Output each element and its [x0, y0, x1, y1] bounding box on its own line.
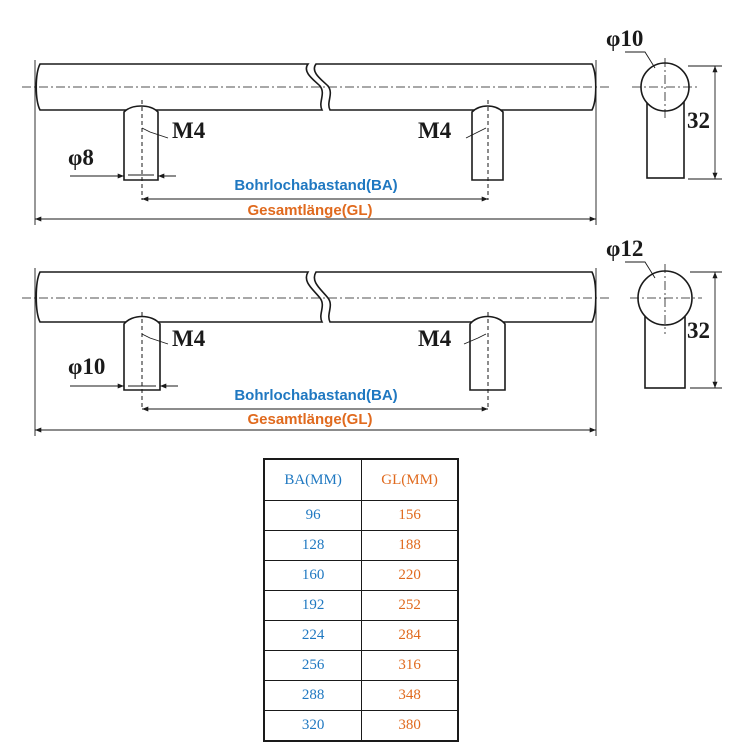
cell-ba: 160 — [263, 560, 363, 591]
cell-gl: 188 — [361, 530, 459, 561]
post-diameter-label: φ8 — [68, 145, 94, 170]
post-diameter-label: φ10 — [68, 354, 105, 379]
cell-gl: 348 — [361, 680, 459, 711]
height-label: 32 — [687, 108, 710, 133]
side-view-1: φ10 32 — [606, 26, 722, 180]
left-post — [123, 315, 161, 391]
side-view-2: φ12 32 — [606, 236, 722, 389]
cell-gl: 284 — [361, 620, 459, 651]
header-gl: GL(MM) — [361, 458, 459, 501]
m4-left-leader — [141, 333, 169, 345]
cell-ba: 288 — [263, 680, 363, 711]
cell-ba: 256 — [263, 650, 363, 681]
m4-right-leader — [463, 333, 487, 345]
total-length-label: Gesamtlänge(GL) — [247, 411, 372, 428]
m4-right-label: M4 — [418, 326, 452, 351]
bar-diameter-label: φ10 — [606, 26, 643, 51]
m4-left-leader — [141, 127, 169, 139]
table-header-row: BA(MM) GL(MM) — [263, 458, 459, 501]
bar-diameter-leader — [625, 261, 656, 279]
bar-right-segment — [313, 271, 597, 323]
cell-gl: 252 — [361, 590, 459, 621]
m4-left-label: M4 — [172, 326, 206, 351]
right-post — [469, 315, 506, 391]
header-ba: BA(MM) — [263, 458, 363, 501]
cell-ba: 320 — [263, 710, 363, 742]
handle-diagram-2: M4 M4 φ10 Bohrlochabastand(BA) Gesamtlän… — [22, 236, 722, 436]
hole-spacing-label: Bohrlochabastand(BA) — [234, 387, 397, 404]
bar-diameter-label: φ12 — [606, 236, 643, 261]
cell-gl: 316 — [361, 650, 459, 681]
cell-ba: 96 — [263, 500, 363, 531]
m4-left-label: M4 — [172, 118, 206, 143]
cell-ba: 128 — [263, 530, 363, 561]
bar-left-segment — [35, 271, 324, 323]
left-post — [123, 105, 159, 181]
cell-gl: 380 — [361, 710, 459, 742]
total-length-label: Gesamtlänge(GL) — [247, 202, 372, 219]
m4-right-leader — [465, 127, 487, 139]
technical-drawing: M4 M4 φ8 Bohrlochabastand(BA) Gesamtläng… — [22, 26, 722, 436]
bar-diameter-leader — [625, 51, 656, 69]
height-label: 32 — [687, 318, 710, 343]
cell-gl: 156 — [361, 500, 459, 531]
cell-ba: 192 — [263, 590, 363, 621]
cell-ba: 224 — [263, 620, 363, 651]
bar-left-segment — [35, 63, 324, 111]
m4-right-label: M4 — [418, 118, 452, 143]
hole-spacing-label: Bohrlochabastand(BA) — [234, 177, 397, 194]
cell-gl: 220 — [361, 560, 459, 591]
handle-diagram-1: M4 M4 φ8 Bohrlochabastand(BA) Gesamtläng… — [22, 26, 722, 225]
